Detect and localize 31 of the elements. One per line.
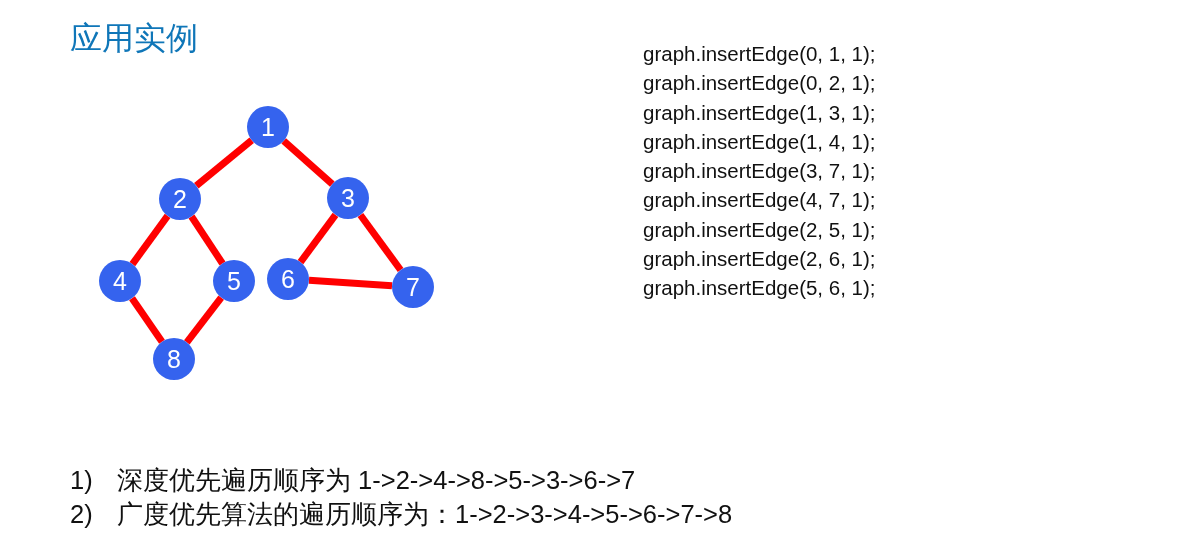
graph-node-circle: 7 <box>392 266 434 308</box>
edge-line <box>129 213 171 267</box>
list-number: 2) <box>70 499 93 530</box>
edge-line <box>184 295 224 345</box>
code-line: graph.insertEdge(0, 1, 1); <box>643 40 876 67</box>
graph-node-circle: 5 <box>213 260 255 302</box>
graph-node-circle: 3 <box>327 177 369 219</box>
code-line: graph.insertEdge(3, 7, 1); <box>643 157 876 184</box>
graph-node-circle: 4 <box>99 260 141 302</box>
code-line: graph.insertEdge(0, 2, 1); <box>643 69 876 96</box>
code-line: graph.insertEdge(4, 7, 1); <box>643 186 876 213</box>
edge-line <box>357 212 404 273</box>
graph-node-circle: 2 <box>159 178 201 220</box>
edge-line <box>297 212 339 265</box>
list-number: 1) <box>70 465 93 496</box>
code-line: graph.insertEdge(2, 5, 1); <box>643 216 876 243</box>
edge-line <box>188 214 226 266</box>
code-line: graph.insertEdge(5, 6, 1); <box>643 274 876 301</box>
edge-line <box>129 296 165 344</box>
edge-line <box>308 276 393 290</box>
code-line: graph.insertEdge(2, 6, 1); <box>643 245 876 272</box>
graph-node-circle: 6 <box>267 258 309 300</box>
edge-line <box>194 137 254 189</box>
code-line: graph.insertEdge(1, 3, 1); <box>643 99 876 126</box>
title: 应用实例 <box>70 18 198 58</box>
graph-node-circle: 8 <box>153 338 195 380</box>
edge-line <box>281 138 335 187</box>
list-item-text: 广度优先算法的遍历顺序为：1->2->3->4->5->6->7->8 <box>117 499 733 530</box>
list-item-text: 深度优先遍历顺序为 1->2->4->8->5->3->6->7 <box>117 465 636 496</box>
code-line: graph.insertEdge(1, 4, 1); <box>643 128 876 155</box>
graph-node-circle: 1 <box>247 106 289 148</box>
